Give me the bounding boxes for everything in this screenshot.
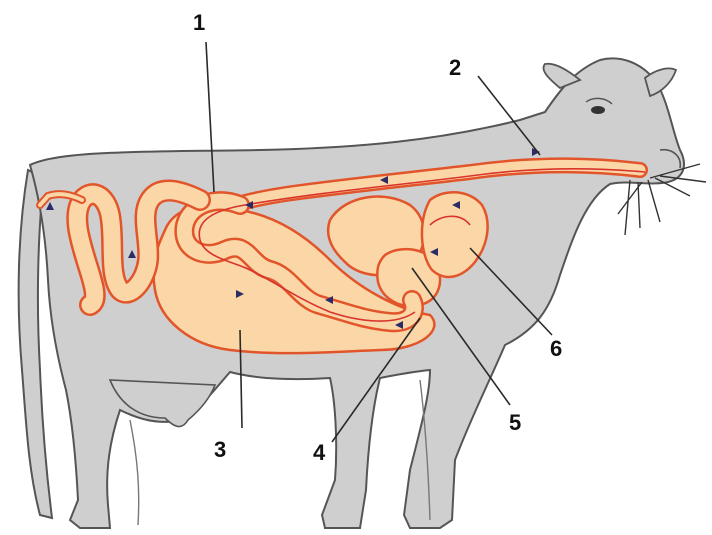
- callout-label-2: 2: [449, 55, 461, 80]
- callout-label-4: 4: [313, 440, 326, 465]
- cow-eye: [591, 106, 605, 114]
- callout-label-3: 3: [214, 437, 226, 462]
- callout-label-1: 1: [193, 10, 205, 35]
- cow-back-leg-line: [130, 420, 139, 525]
- callout-label-6: 6: [550, 336, 562, 361]
- callout-label-5: 5: [509, 410, 521, 435]
